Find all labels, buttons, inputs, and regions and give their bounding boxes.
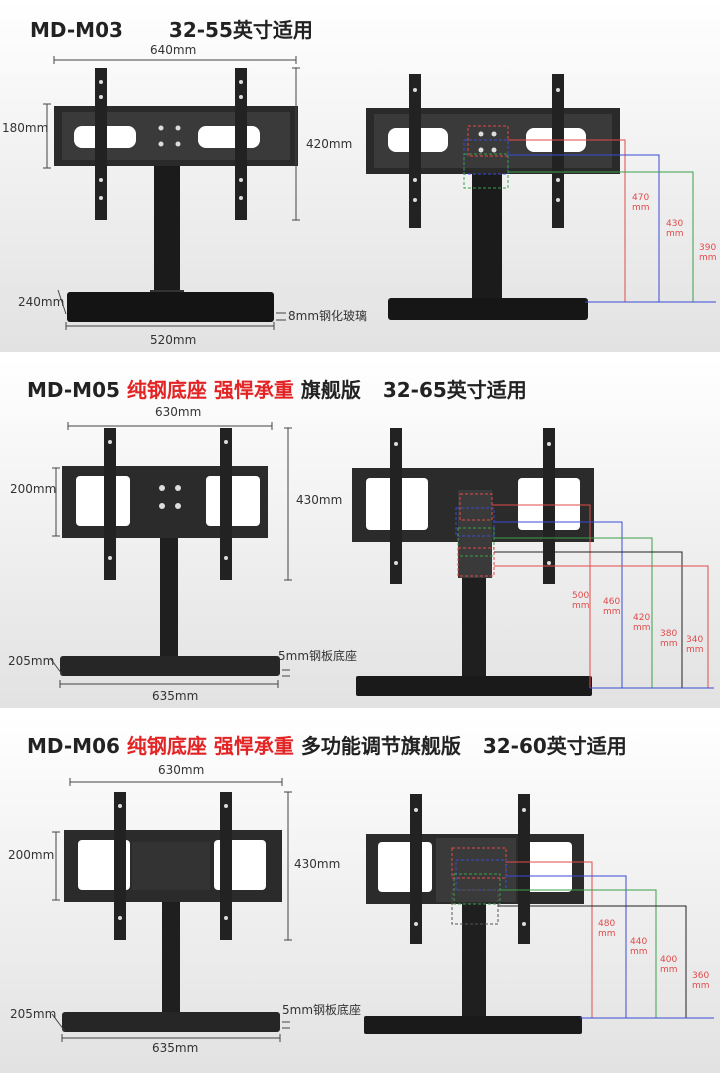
height-unit-2: mm — [666, 229, 684, 239]
plate-label: 5mm钢板底座 — [282, 1002, 361, 1017]
dimension-lines — [51, 778, 292, 1042]
width-label: 630mm — [155, 405, 201, 419]
dimension-drawing: 630mm 200mm 430mm 205mm 635mm 5mm钢板底座 — [8, 763, 714, 1055]
height-value-4: 360 — [692, 971, 709, 981]
base-label: 635mm — [152, 689, 198, 703]
height-value-3: 400 — [660, 955, 677, 965]
height-unit-1: mm — [632, 203, 650, 213]
height-unit-2: mm — [630, 947, 648, 957]
section-heading: MD-M06 纯钢底座 强悍承重 多功能调节旗舰版 32-60英寸适用 — [27, 730, 627, 759]
model-name: MD-M06 — [27, 734, 120, 758]
depth-label: 205mm — [8, 654, 54, 668]
stand-side-view — [366, 74, 620, 320]
feature-load-bearing: 强悍承重 — [213, 378, 294, 402]
height-label: 430mm — [294, 857, 340, 871]
feature-steel-base: 纯钢底座 — [126, 378, 207, 402]
depth-label: 240mm — [18, 295, 64, 309]
height-value-2: 460 — [603, 597, 620, 607]
height-value-3: 420 — [633, 613, 650, 623]
height-guides — [508, 139, 716, 303]
height-unit-5: mm — [686, 645, 704, 655]
height-unit-1: mm — [572, 601, 590, 611]
section-md-m03: MD-M03 32-55英寸适用 — [0, 0, 720, 352]
stand-front-view — [62, 792, 282, 1032]
height-unit-2: mm — [603, 607, 621, 617]
section-heading: MD-M05 纯钢底座 强悍承重 旗舰版 32-65英寸适用 — [27, 374, 527, 403]
stand-front-view — [60, 428, 280, 676]
stand-front-view — [54, 68, 298, 322]
height-value-1: 500 — [572, 591, 589, 601]
hole-label: 200mm — [10, 482, 56, 496]
plate-label: 5mm钢板底座 — [278, 648, 357, 663]
model-name: MD-M03 — [30, 18, 123, 42]
height-value-1: 480 — [598, 919, 615, 929]
width-label: 640mm — [150, 43, 196, 57]
section-md-m05: MD-M05 纯钢底座 强悍承重 旗舰版 32-65英寸适用 — [0, 358, 720, 708]
base-label: 520mm — [150, 333, 196, 347]
height-value-3: 390 — [699, 243, 716, 253]
stand-side-view — [364, 794, 584, 1034]
height-label: 420mm — [306, 137, 352, 151]
feature-steel-base: 纯钢底座 — [126, 734, 207, 758]
dimension-lines — [49, 422, 292, 688]
height-unit-3: mm — [660, 965, 678, 975]
size-range: 32-65英寸适用 — [382, 378, 527, 402]
height-value-4: 380 — [660, 629, 677, 639]
depth-label: 205mm — [10, 1007, 56, 1021]
height-unit-1: mm — [598, 929, 616, 939]
edition-label: 旗舰版 — [300, 378, 361, 402]
height-label: 430mm — [296, 493, 342, 507]
feature-load-bearing: 强悍承重 — [213, 734, 294, 758]
hole-label: 200mm — [8, 848, 54, 862]
hole-label: 180mm — [2, 121, 48, 135]
height-unit-3: mm — [633, 623, 651, 633]
size-range: 32-55英寸适用 — [168, 18, 313, 42]
height-guides — [492, 504, 714, 689]
width-label: 630mm — [158, 763, 204, 777]
height-value-2: 430 — [666, 219, 683, 229]
height-value-2: 440 — [630, 937, 647, 947]
height-guides — [498, 861, 714, 1019]
dimension-drawing: 640mm 180mm 420mm 240mm 520mm 8mm钢化玻璃 — [2, 43, 717, 347]
height-value-1: 470 — [632, 193, 649, 203]
height-unit-4: mm — [660, 639, 678, 649]
section-md-m06: MD-M06 纯钢底座 强悍承重 多功能调节旗舰版 32-60英寸适用 — [0, 714, 720, 1073]
dimension-lines — [43, 56, 300, 330]
height-unit-3: mm — [699, 253, 717, 263]
height-unit-4: mm — [692, 981, 710, 991]
section-heading: MD-M03 32-55英寸适用 — [30, 14, 313, 43]
edition-label: 多功能调节旗舰版 — [300, 734, 461, 758]
dimension-drawing: 630mm 200mm 430mm 205mm 635mm 5mm钢板底座 — [8, 405, 714, 703]
height-value-5: 340 — [686, 635, 703, 645]
base-label: 635mm — [152, 1041, 198, 1055]
glass-label: 8mm钢化玻璃 — [288, 309, 367, 323]
size-range: 32-60英寸适用 — [482, 734, 627, 758]
stand-side-view — [352, 428, 594, 696]
model-name: MD-M05 — [27, 378, 120, 402]
